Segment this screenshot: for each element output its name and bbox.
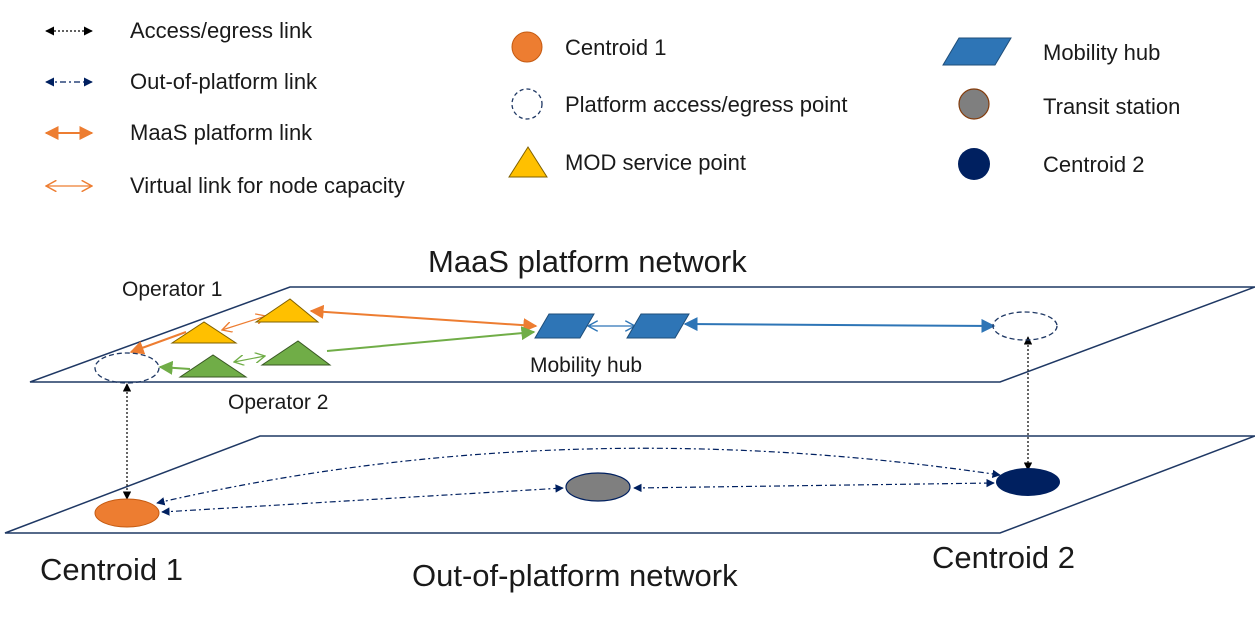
legend-virtual-link: Virtual link for node capacity xyxy=(46,173,405,198)
legend-label-maas-platform: MaaS platform link xyxy=(130,120,313,145)
legend-mobility-hub: Mobility hub xyxy=(942,37,1160,66)
out-of-platform-link-c1-to-station xyxy=(161,484,564,516)
legend-maas-platform: MaaS platform link xyxy=(44,120,313,145)
mod-service-point-op2-a xyxy=(178,354,248,378)
transit-station-node xyxy=(565,472,631,502)
out-of-platform-network-title: Out-of-platform network xyxy=(412,558,738,593)
legend-label-transit-station: Transit station xyxy=(1043,94,1180,119)
virtual-link-op2 xyxy=(234,356,265,362)
platform-access-point-right xyxy=(992,311,1058,341)
mobility-hub-label: Mobility hub xyxy=(530,354,642,377)
legend-transit-station: Transit station xyxy=(958,88,1180,120)
centroid-1-icon xyxy=(511,31,543,63)
legend-label-platform-access-point: Platform access/egress point xyxy=(565,92,847,117)
centroid-1-node xyxy=(94,498,160,528)
operator-1-label: Operator 1 xyxy=(122,278,222,301)
mod-service-point-op1-a xyxy=(170,321,238,344)
platform-access-point-icon xyxy=(511,88,543,120)
legend-label-access-egress: Access/egress link xyxy=(130,18,313,43)
legend-label-out-of-platform: Out-of-platform link xyxy=(130,69,318,94)
maas-link-op1-to-access xyxy=(129,331,187,355)
transit-station-icon xyxy=(958,88,990,120)
virtual-link-op1 xyxy=(222,316,266,330)
legend-label-centroid-2: Centroid 2 xyxy=(1043,152,1145,177)
platform-access-point-left xyxy=(94,352,160,384)
legend-platform-access-point: Platform access/egress point xyxy=(511,88,847,120)
operator-2-label: Operator 2 xyxy=(228,391,328,414)
mobility-hub-node-b xyxy=(626,313,690,339)
mod-service-point-op1-b xyxy=(254,298,320,323)
centroid-2-label: Centroid 2 xyxy=(932,540,1075,575)
legend-label-mobility-hub: Mobility hub xyxy=(1043,40,1160,65)
centroid-2-node xyxy=(996,468,1060,496)
legend-label-centroid-1: Centroid 1 xyxy=(565,35,667,60)
maas-link-op2-to-access xyxy=(158,360,191,375)
legend-centroid-2: Centroid 2 xyxy=(958,148,1145,180)
mod-service-point-op2-b xyxy=(260,340,332,366)
centroid-1-label: Centroid 1 xyxy=(40,552,183,587)
maas-link-op2-to-hub xyxy=(326,326,536,352)
mobility-hub-node-a xyxy=(534,313,595,339)
out-of-platform-link-station-to-c2 xyxy=(633,478,995,493)
legend-mod-service-point: MOD service point xyxy=(508,146,746,178)
platform-network-title: MaaS platform network xyxy=(428,244,747,279)
legend-access-egress: Access/egress link xyxy=(45,18,313,43)
legend-label-mod-service-point: MOD service point xyxy=(565,150,746,175)
out-of-platform-link-arc xyxy=(156,447,1001,506)
centroid-2-icon xyxy=(958,148,990,180)
legend-label-virtual-link: Virtual link for node capacity xyxy=(130,173,405,198)
legend-centroid-1: Centroid 1 xyxy=(511,31,667,63)
maas-link-hub-to-access xyxy=(683,317,996,333)
maas-link-op1-to-hub xyxy=(309,304,538,333)
mod-service-point-icon xyxy=(508,146,548,178)
legend-out-of-platform: Out-of-platform link xyxy=(45,69,318,94)
mobility-hub-icon xyxy=(942,37,1012,66)
